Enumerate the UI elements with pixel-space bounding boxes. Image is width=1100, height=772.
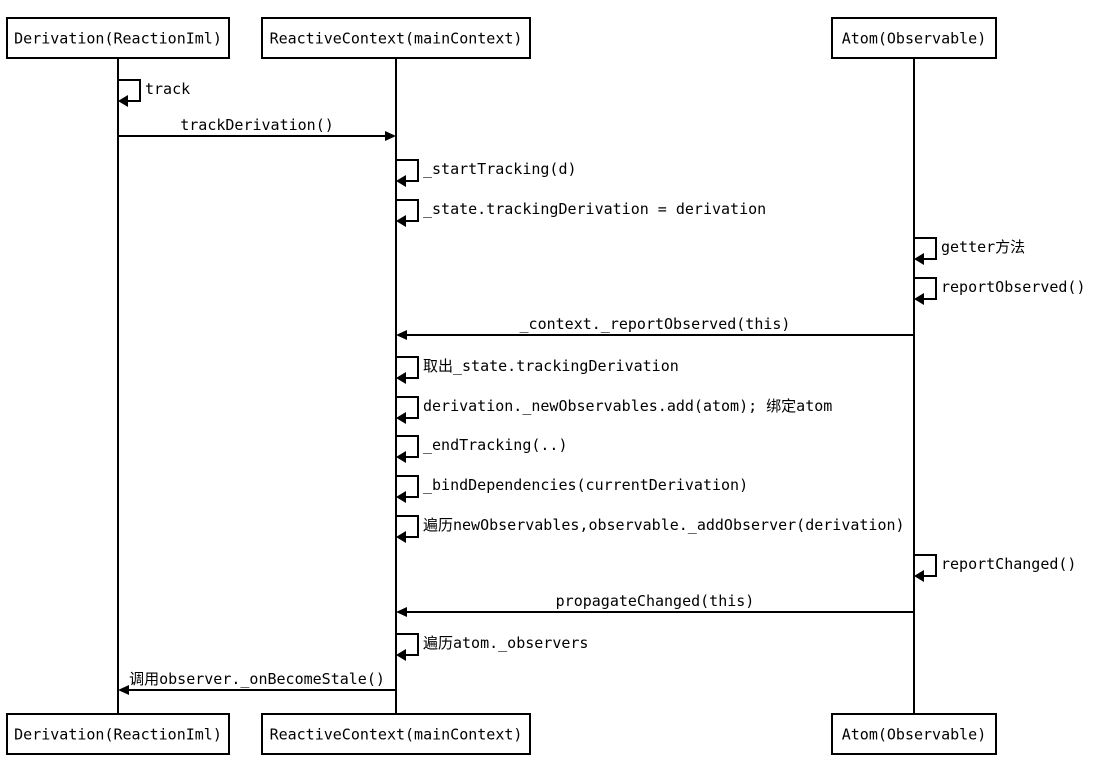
arrow-head <box>396 372 406 384</box>
message-9: _endTracking(..) <box>396 435 568 463</box>
self-message-loop <box>396 199 419 222</box>
self-message-loop <box>396 475 419 498</box>
participant-box-context-bottom: ReactiveContext(mainContext) <box>261 713 531 755</box>
participant-box-derivation-top: Derivation(ReactionIml) <box>6 17 230 59</box>
participant-label: ReactiveContext(mainContext) <box>270 30 523 48</box>
message-label: derivation._newObservables.add(atom); 绑定… <box>423 397 832 415</box>
participant-box-atom-bottom: Atom(Observable) <box>831 713 997 755</box>
self-message-loop <box>914 277 937 300</box>
arrow-head <box>396 531 406 543</box>
message-label: 遍历newObservables,observable._addObserver… <box>423 516 905 534</box>
arrow-head <box>396 330 407 340</box>
message-label: 调用observer._onBecomeStale() <box>129 670 385 688</box>
participant-label: Derivation(ReactionIml) <box>14 726 222 744</box>
self-message-loop <box>396 633 419 656</box>
message-label: 取出_state.trackingDerivation <box>423 357 679 375</box>
arrow-head <box>396 215 406 227</box>
message-label: _endTracking(..) <box>423 436 568 454</box>
message-2: _startTracking(d) <box>396 159 577 187</box>
self-message-loop <box>396 515 419 538</box>
message-label: 遍历atom._observers <box>423 634 588 652</box>
message-12: reportChanged() <box>914 554 1076 582</box>
message-15: 调用observer._onBecomeStale() <box>118 670 396 695</box>
participant-label: Derivation(ReactionIml) <box>14 30 222 48</box>
message-label: _startTracking(d) <box>423 160 577 178</box>
message-label: _context._reportObserved(this) <box>520 315 791 333</box>
message-7: 取出_state.trackingDerivation <box>396 356 679 384</box>
self-message-loop <box>396 159 419 182</box>
arrow-head <box>396 649 406 661</box>
self-message-loop <box>118 79 141 102</box>
participant-label: Atom(Observable) <box>842 726 987 744</box>
participant-box-context-top: ReactiveContext(mainContext) <box>261 17 531 59</box>
self-message-loop <box>914 554 937 577</box>
message-label: _state.trackingDerivation = derivation <box>423 200 766 218</box>
message-11: 遍历newObservables,observable._addObserver… <box>396 515 905 543</box>
self-message-loop <box>396 396 419 419</box>
message-5: reportObserved() <box>914 277 1086 305</box>
message-3: _state.trackingDerivation = derivation <box>396 199 766 227</box>
arrow-head <box>396 175 406 187</box>
arrow-head <box>914 293 924 305</box>
message-4: getter方法 <box>914 237 1025 265</box>
participant-box-atom-top: Atom(Observable) <box>831 17 997 59</box>
message-label: trackDerivation() <box>180 116 334 134</box>
participant-box-derivation-bottom: Derivation(ReactionIml) <box>6 713 230 755</box>
arrow-head <box>118 95 128 107</box>
participant-label: ReactiveContext(mainContext) <box>270 726 523 744</box>
arrow-head <box>396 412 406 424</box>
self-message-loop <box>914 237 937 260</box>
arrow-head <box>396 607 407 617</box>
message-1: trackDerivation() <box>118 116 396 141</box>
message-13: propagateChanged(this) <box>396 592 914 617</box>
message-label: reportChanged() <box>941 555 1076 573</box>
message-0: track <box>118 79 190 107</box>
message-10: _bindDependencies(currentDerivation) <box>396 475 748 503</box>
arrow-head <box>385 131 396 141</box>
message-label: reportObserved() <box>941 278 1086 296</box>
arrow-head <box>914 570 924 582</box>
message-8: derivation._newObservables.add(atom); 绑定… <box>396 396 832 424</box>
message-label: track <box>145 80 190 98</box>
message-label: _bindDependencies(currentDerivation) <box>423 476 748 494</box>
message-14: 遍历atom._observers <box>396 633 588 661</box>
self-message-loop <box>396 435 419 458</box>
message-label: getter方法 <box>941 238 1025 256</box>
self-message-loop <box>396 356 419 379</box>
message-label: propagateChanged(this) <box>556 592 755 610</box>
arrow-head <box>396 451 406 463</box>
message-6: _context._reportObserved(this) <box>396 315 914 340</box>
participant-label: Atom(Observable) <box>842 30 987 48</box>
arrow-head <box>914 253 924 265</box>
arrow-head <box>118 685 129 695</box>
arrow-head <box>396 491 406 503</box>
